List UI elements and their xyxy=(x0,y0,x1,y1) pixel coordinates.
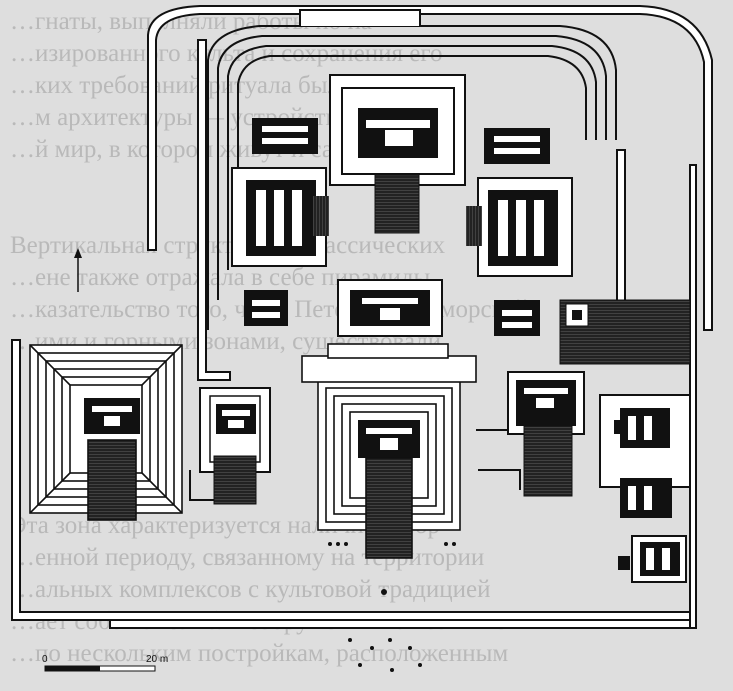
stelae-markers xyxy=(328,542,456,672)
central-pyramid xyxy=(301,343,477,559)
scale-start-label: 0 xyxy=(42,654,48,665)
east-annex xyxy=(559,299,691,365)
scale-end-label: 20 m xyxy=(146,654,168,665)
central-small-structures xyxy=(244,279,540,337)
west-central-temple xyxy=(189,387,271,505)
north-side-buildings xyxy=(252,118,550,164)
north-central-temple xyxy=(329,74,466,234)
mid-palaces xyxy=(231,167,573,277)
north-arrow-icon xyxy=(74,248,82,292)
east-courtyard-buildings xyxy=(599,394,691,583)
scale-bar: 0 20 m xyxy=(42,654,168,672)
north-acropolis-terraces xyxy=(207,9,617,330)
east-central-temple xyxy=(476,371,585,497)
west-pyramid xyxy=(29,344,183,521)
